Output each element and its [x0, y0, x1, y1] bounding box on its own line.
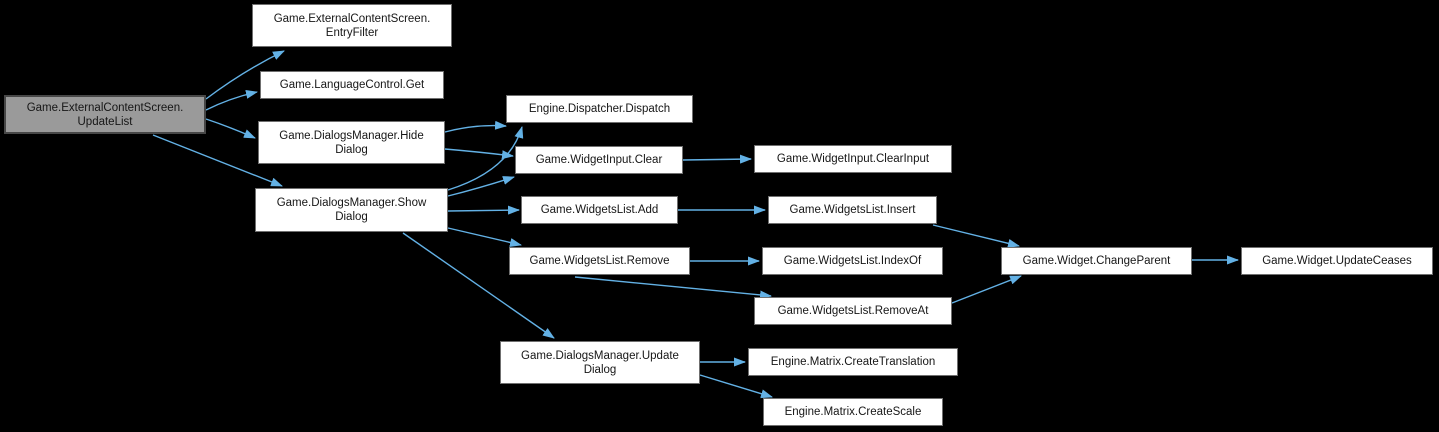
node-label: Engine.Matrix.CreateScale [784, 406, 922, 418]
node-widgets-list-insert[interactable]: Game.WidgetsList.Insert [768, 196, 937, 224]
node-widget-input-clear[interactable]: Game.WidgetInput.Clear [515, 146, 683, 174]
edge-widgets-list-remove-to-widgets-list-remove-at [574, 276, 772, 300]
edge-show-dialog-to-widget-input-clear [447, 176, 515, 197]
node-label: Dialog [335, 143, 368, 156]
node-language-get[interactable]: Game.LanguageControl.Get [260, 71, 444, 99]
node-entry-filter[interactable]: Game.ExternalContentScreen.EntryFilter [252, 4, 452, 47]
node-widgets-list-add[interactable]: Game.WidgetsList.Add [521, 196, 678, 224]
edge-show-dialog-to-widgets-list-remove [447, 227, 522, 247]
node-label: Game.ExternalContentScreen. [273, 12, 431, 25]
node-widgets-list-remove[interactable]: Game.WidgetsList.Remove [509, 247, 690, 275]
node-widget-input-clear-input[interactable]: Game.WidgetInput.ClearInput [754, 145, 952, 173]
node-label: Game.WidgetsList.Insert [789, 204, 916, 216]
node-label: Game.ExternalContentScreen. [26, 101, 184, 114]
node-label: Game.WidgetsList.Add [540, 204, 659, 216]
node-label: Dialog [583, 363, 617, 376]
node-widget-change-parent[interactable]: Game.Widget.ChangeParent [1001, 247, 1192, 275]
node-label: Game.Widget.UpdateCeases [1262, 255, 1412, 267]
edge-widget-input-clear-to-widget-input-clear-input [682, 154, 752, 164]
node-label: Engine.Matrix.CreateTranslation [770, 356, 936, 368]
node-label: Game.Widget.ChangeParent [1022, 255, 1171, 267]
node-widgets-list-index-of[interactable]: Game.WidgetsList.IndexOf [762, 247, 943, 275]
edge-update-dialog-to-matrix-create-scale [699, 374, 773, 399]
edge-widgets-list-remove-at-to-widget-change-parent [951, 275, 1022, 304]
node-update-list: Game.ExternalContentScreen.UpdateList [4, 95, 206, 134]
edge-hide-dialog-to-widget-input-clear [444, 148, 514, 160]
node-label: Game.DialogsManager.Show [276, 197, 427, 209]
node-label: Game.WidgetsList.IndexOf [783, 255, 922, 267]
node-label: UpdateList [77, 115, 133, 128]
edge-hide-dialog-to-dispatch [444, 120, 507, 133]
node-label: Game.LanguageControl.Get [279, 79, 425, 91]
edge-show-dialog-to-dispatch [447, 126, 524, 191]
node-label: Game.WidgetsList.RemoveAt [777, 305, 929, 317]
node-matrix-create-scale[interactable]: Engine.Matrix.CreateScale [763, 398, 943, 426]
node-label: Game.DialogsManager.Update [521, 349, 679, 362]
node-label: Game.WidgetInput.Clear [535, 154, 663, 166]
edge-update-list-to-language-get [205, 89, 258, 111]
node-label: Engine.Dispatcher.Dispatch [528, 103, 671, 115]
edge-widgets-list-insert-to-widget-change-parent [932, 224, 1020, 248]
edge-show-dialog-to-widgets-list-add [447, 205, 520, 215]
node-dispatch[interactable]: Engine.Dispatcher.Dispatch [506, 95, 693, 123]
node-widget-update-ceases[interactable]: Game.Widget.UpdateCeases [1241, 247, 1433, 275]
node-label: Dialog [335, 211, 368, 223]
node-label: EntryFilter [325, 26, 379, 39]
node-matrix-create-translation[interactable]: Engine.Matrix.CreateTranslation [748, 348, 958, 376]
node-label: Game.DialogsManager.Hide [279, 129, 424, 142]
node-label: Game.WidgetsList.Remove [529, 255, 670, 267]
edge-update-list-to-hide-dialog [205, 118, 256, 139]
node-label: Game.WidgetInput.ClearInput [776, 153, 930, 165]
node-widgets-list-remove-at[interactable]: Game.WidgetsList.RemoveAt [754, 297, 952, 325]
